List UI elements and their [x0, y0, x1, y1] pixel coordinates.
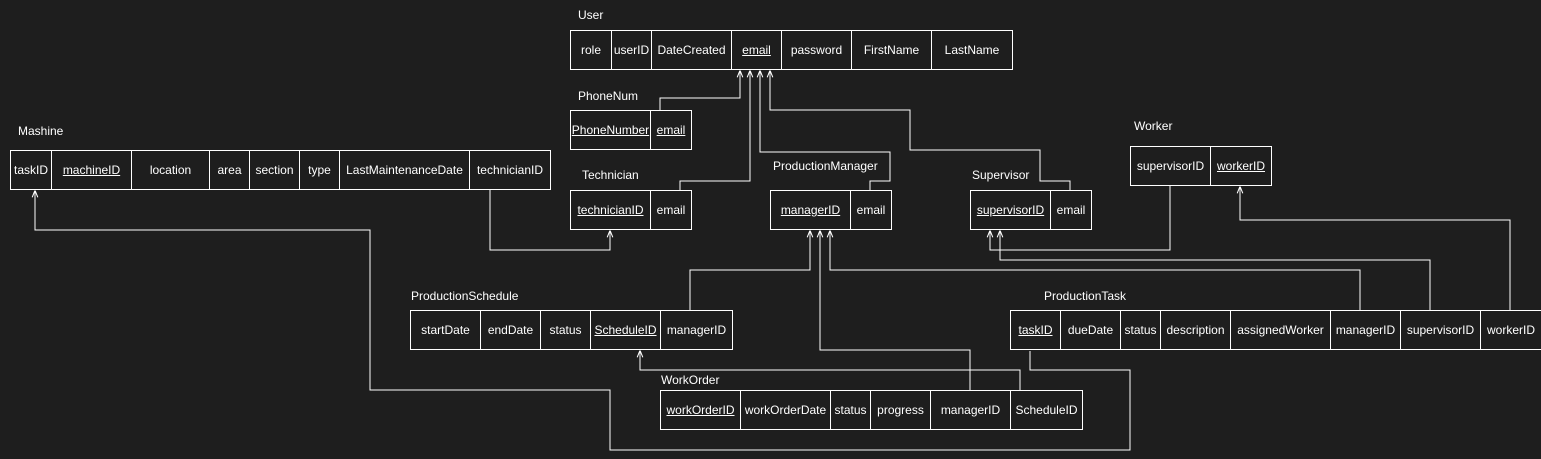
- workorder-table-title: WorkOrder: [661, 373, 720, 387]
- mashine-column-lastmaintenancedate[interactable]: LastMaintenanceDate: [340, 151, 470, 189]
- user-column-password[interactable]: password: [782, 31, 852, 69]
- task-supervisorid-to-supervisor-connector: [1000, 231, 1431, 310]
- phonenum-table-title: PhoneNum: [578, 89, 639, 103]
- productionschedule-table-title: ProductionSchedule: [411, 289, 519, 303]
- manager-email-to-user-email-connector: [760, 71, 891, 190]
- supervisor-table-title: Supervisor: [972, 168, 1030, 182]
- mashine-column-area[interactable]: area: [210, 151, 250, 189]
- productionschedule-column-status[interactable]: status: [541, 311, 591, 349]
- workorder-column-workorderid[interactable]: workOrderID: [661, 391, 741, 429]
- task-workerid-to-worker-connector: [1240, 187, 1511, 310]
- productionmanager-table[interactable]: managerID email: [770, 190, 892, 230]
- productiontask-column-duedate[interactable]: dueDate: [1061, 311, 1121, 349]
- technician-email-to-user-email-connector: [679, 71, 750, 190]
- user-column-email[interactable]: email: [732, 31, 782, 69]
- mashine-column-technicianid[interactable]: technicianID: [476, 163, 544, 177]
- user-column-lastname[interactable]: LastName: [944, 43, 1000, 57]
- mashine-column-taskid[interactable]: taskID: [11, 151, 52, 189]
- technician-table[interactable]: technicianID email: [570, 190, 692, 230]
- productionschedule-column-enddate[interactable]: endDate: [481, 311, 541, 349]
- workorder-column-managerid[interactable]: managerID: [931, 391, 1011, 429]
- mashine-column-location[interactable]: location: [132, 151, 210, 189]
- worker-supervisorid-to-supervisor-connector: [990, 186, 1171, 251]
- productiontask-column-taskid[interactable]: taskID: [1011, 311, 1061, 349]
- phonenum-table[interactable]: PhoneNumber email: [570, 110, 692, 150]
- worker-table[interactable]: supervisorID workerID: [1130, 146, 1272, 186]
- technician-column-technicianid[interactable]: technicianID: [571, 191, 651, 229]
- user-column-datecreated[interactable]: DateCreated: [652, 31, 732, 69]
- technician-table-title: Technician: [582, 168, 639, 182]
- productionmanager-column-email[interactable]: email: [856, 203, 886, 217]
- supervisor-column-supervisorid[interactable]: supervisorID: [971, 191, 1051, 229]
- mashine-technicianid-to-technician-connector: [489, 190, 610, 251]
- worker-column-supervisorid[interactable]: supervisorID: [1131, 147, 1211, 185]
- productionschedule-column-managerid[interactable]: managerID: [666, 323, 727, 337]
- mashine-column-machineid[interactable]: machineID: [52, 151, 132, 189]
- user-column-firstname[interactable]: FirstName: [852, 31, 932, 69]
- productionmanager-table-title: ProductionManager: [773, 159, 878, 173]
- productiontask-column-assignedworker[interactable]: assignedWorker: [1231, 311, 1331, 349]
- workorder-scheduleid-to-schedule-connector: [640, 351, 1021, 390]
- mashine-column-section[interactable]: section: [250, 151, 300, 189]
- workorder-column-status[interactable]: status: [831, 391, 871, 429]
- technician-column-email[interactable]: email: [656, 203, 686, 217]
- schedule-managerid-to-manager-connector: [689, 231, 810, 310]
- productiontask-column-managerid[interactable]: managerID: [1331, 311, 1401, 349]
- productionmanager-column-managerid[interactable]: managerID: [771, 191, 851, 229]
- mashine-column-type[interactable]: type: [300, 151, 340, 189]
- user-table-title: User: [578, 8, 604, 22]
- productiontask-column-description[interactable]: description: [1161, 311, 1231, 349]
- supervisor-email-to-user-email-connector: [770, 71, 1071, 190]
- user-column-role[interactable]: role: [571, 31, 612, 69]
- phonenum-column-email[interactable]: email: [656, 123, 686, 137]
- supervisor-table[interactable]: supervisorID email: [970, 190, 1092, 230]
- productiontask-column-workerid[interactable]: workerID: [1486, 323, 1535, 337]
- worker-column-workerid[interactable]: workerID: [1216, 159, 1265, 173]
- worker-table-title: Worker: [1134, 119, 1173, 133]
- phonenum-column-phonenumber[interactable]: PhoneNumber: [571, 111, 651, 149]
- productionschedule-column-scheduleid[interactable]: ScheduleID: [591, 311, 661, 349]
- user-column-userid[interactable]: userID: [612, 31, 652, 69]
- workorder-column-workorderdate[interactable]: workOrderDate: [741, 391, 831, 429]
- task-managerid-to-manager-connector: [830, 231, 1361, 310]
- workorder-managerid-to-manager-connector: [820, 231, 971, 390]
- productionschedule-column-startdate[interactable]: startDate: [411, 311, 481, 349]
- mashine-taskid-to-productiontask-connector: [35, 191, 1131, 451]
- mashine-table-title: Mashine: [18, 124, 64, 138]
- workorder-column-progress[interactable]: progress: [871, 391, 931, 429]
- productiontask-table-title: ProductionTask: [1044, 289, 1127, 303]
- phonenum-email-to-user-email-connector: [659, 71, 740, 110]
- supervisor-column-email[interactable]: email: [1056, 203, 1086, 217]
- productiontask-column-supervisorid[interactable]: supervisorID: [1401, 311, 1481, 349]
- workorder-column-scheduleid[interactable]: ScheduleID: [1015, 403, 1078, 417]
- productiontask-column-status[interactable]: status: [1121, 311, 1161, 349]
